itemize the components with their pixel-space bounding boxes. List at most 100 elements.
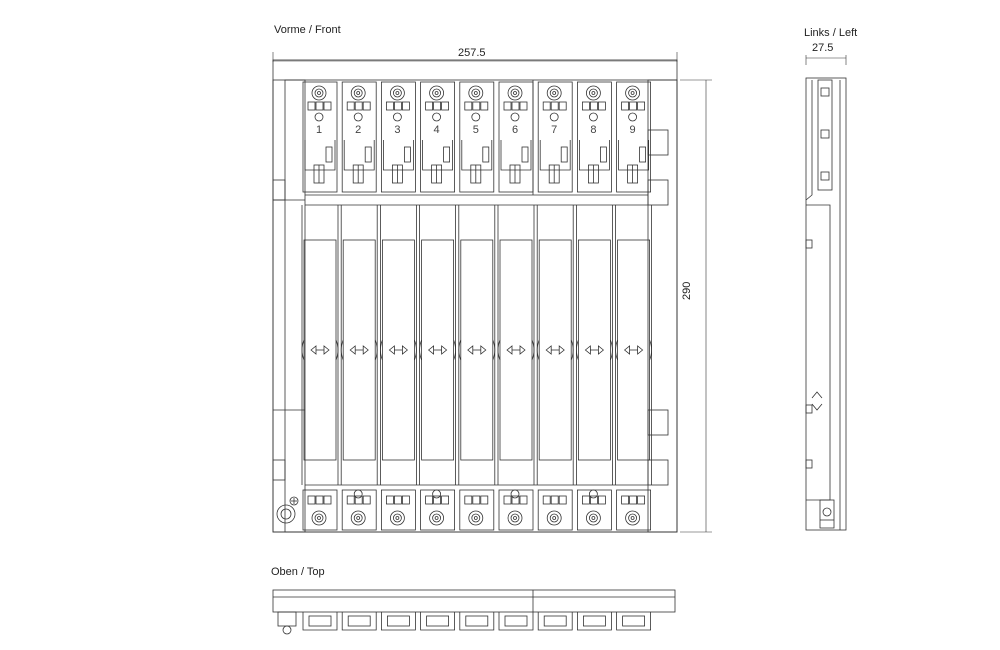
terminal-block [433, 101, 442, 111]
slot-latch-lever [482, 146, 490, 163]
top-slot-detail [465, 615, 489, 627]
slot-top-screw-inner [353, 88, 363, 98]
slot-top-housing [577, 81, 612, 193]
slot-guide-curve [576, 339, 613, 361]
slot-3 [379, 81, 417, 531]
terminal-block [511, 495, 520, 505]
slot-latch-lever [364, 146, 372, 163]
slot-window [617, 239, 650, 461]
slot-top-screw-inner [628, 88, 637, 98]
slot-top-housing [616, 81, 651, 193]
slot-bottom-screw-dot [317, 516, 321, 520]
terminal-block [315, 101, 324, 111]
top-view [272, 589, 676, 635]
slot-guide-curve [419, 339, 456, 361]
left-tab [805, 239, 813, 249]
slot-lower-screw-icon [471, 112, 481, 122]
terminal-block [637, 101, 645, 111]
top-slot-detail [543, 615, 567, 627]
slot-bottom-screw-icon [586, 510, 601, 526]
slot-bottom-screw-inner [392, 513, 402, 523]
slot-window [381, 239, 415, 461]
slot-bottom-screw-icon [429, 510, 445, 526]
left-screw-icon [822, 507, 832, 517]
slot-bottom-screw-dot [473, 516, 478, 520]
terminal-block [472, 495, 481, 505]
front-width-dimension: 257.5 [458, 47, 486, 59]
slot-top-housing [380, 81, 416, 193]
terminal-block [362, 495, 371, 505]
slot-top-housing [302, 81, 338, 193]
terminal-block [433, 495, 442, 505]
top-slot-connector [420, 612, 456, 631]
slot-bottom-extra-screw [510, 489, 520, 499]
terminal-block [542, 101, 551, 111]
top-body [272, 589, 676, 613]
terminal-block [558, 101, 567, 111]
slot-number: 2 [355, 124, 362, 136]
slot-lower-screw-icon [392, 112, 402, 122]
terminal-block [425, 101, 434, 111]
slot-top-screw-icon [546, 85, 562, 101]
slot-lower-screw-icon [628, 112, 637, 122]
top-slot-connector [341, 612, 377, 631]
slot-top-housing [459, 81, 495, 193]
terminal-block [621, 101, 629, 111]
slot-lower-screw-icon [589, 112, 598, 122]
slot-guide-curve [497, 339, 535, 361]
rail-notch [647, 459, 669, 486]
terminal-block [503, 495, 512, 505]
rail-notch [647, 409, 669, 436]
slot-top-screw-inner [589, 88, 598, 98]
left-view-label: Links / Left [804, 27, 858, 39]
slot-top-screw-inner [471, 88, 481, 98]
slot-bottom-screw-dot [630, 516, 635, 520]
slot-bottom-screw-inner [628, 513, 637, 523]
slot-top-screw-icon [389, 85, 405, 101]
terminal-block [354, 101, 363, 111]
terminal-block [441, 495, 450, 505]
terminal-block [637, 495, 645, 505]
terminal-block [362, 101, 371, 111]
slot-bottom-screw-inner [432, 513, 442, 523]
slot-bottom-screw-icon [311, 510, 327, 526]
slot-number: 9 [629, 124, 636, 136]
top-ground-screw-icon [282, 625, 292, 635]
terminal-block [464, 495, 473, 505]
terminal-block [307, 101, 316, 111]
slot-bottom-extra-screw [353, 489, 363, 499]
slot-bottom-screw-inner [510, 513, 520, 523]
top-slot-connector [498, 612, 534, 631]
slot-bottom-screw-icon [389, 510, 405, 526]
slot-bottom-screw-dot [395, 516, 400, 520]
terminal-block [558, 495, 567, 505]
front-view-label: Vorme / Front [274, 24, 341, 36]
slot-top-screw-inner [432, 88, 442, 98]
ground-screw-inner [280, 508, 292, 520]
terminal-block [464, 101, 473, 111]
slot-guide-curve [536, 339, 574, 361]
slot-latch-lever [325, 146, 333, 163]
terminal-block [629, 101, 637, 111]
slot-bottom-extra-screw [589, 489, 598, 499]
slot-number: 5 [472, 124, 479, 136]
slot-top-housing [420, 81, 456, 193]
slot-latch-frame [579, 140, 610, 171]
terminal-block [582, 101, 590, 111]
slot-latch-frame [422, 140, 454, 171]
slot-window [342, 239, 376, 461]
top-slot-connector [537, 612, 573, 631]
slot-guide-curve [340, 339, 378, 361]
slot-8 [576, 81, 613, 531]
slot-top-screw-icon [468, 85, 484, 101]
slot-top-screw-dot [356, 91, 361, 95]
terminal-block [598, 101, 606, 111]
terminal-block [519, 495, 528, 505]
terminal-block [441, 101, 450, 111]
slot-latch-frame [304, 140, 336, 171]
slot-top-screw-dot [591, 91, 596, 95]
slot-bottom-screw-dot [356, 516, 361, 520]
terminal-block [590, 101, 598, 111]
slot-top-screw-dot [395, 91, 400, 95]
ground-screw-icon [276, 504, 296, 524]
